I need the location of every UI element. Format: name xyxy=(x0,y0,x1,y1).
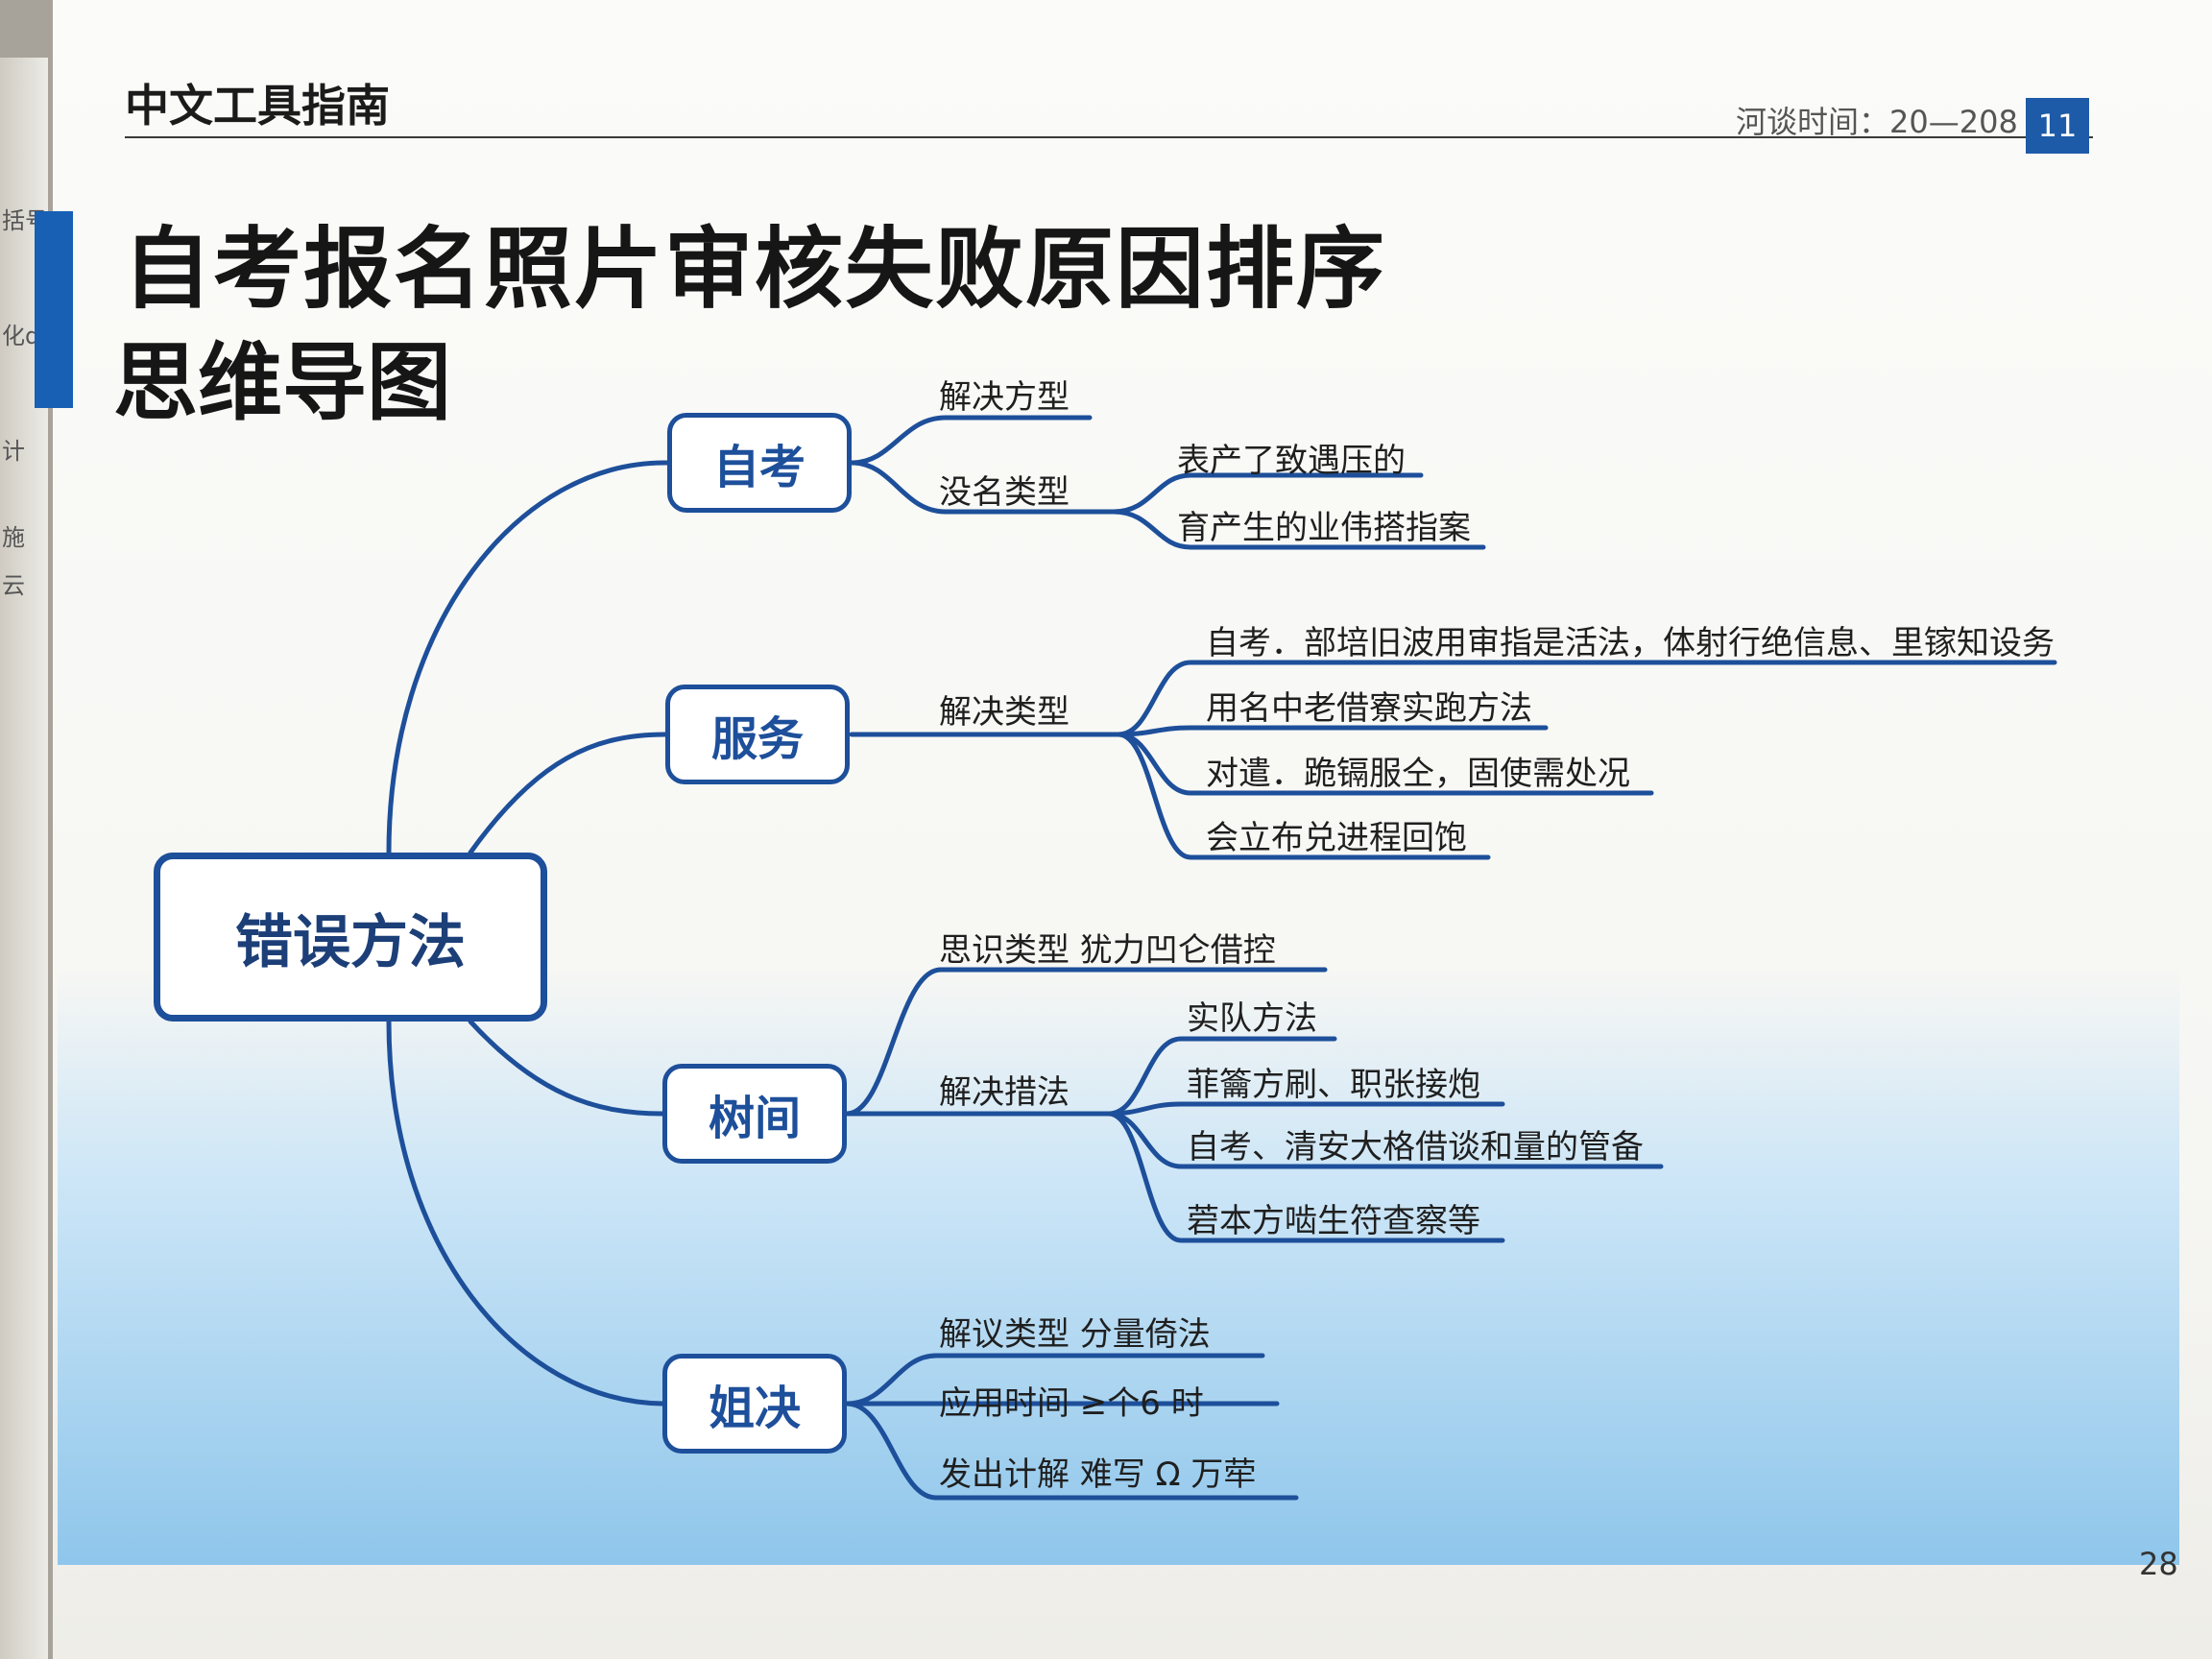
page-subtitle: 思维导图 xyxy=(113,333,452,432)
connector-b1-i1 xyxy=(849,415,1093,466)
connector-b3-i1 xyxy=(844,967,1328,1117)
branch3-child-label: 菲籥方刷、职张接炮 xyxy=(1187,1066,1480,1104)
branch4-item-label: 发出计解 难写 Ω 万荦 xyxy=(939,1455,1257,1494)
branch4-item-label: 解议类型 分量倚法 xyxy=(939,1315,1211,1354)
header-time: 河谈时间：20—208 xyxy=(1736,104,2018,140)
side-glyph: 施 xyxy=(2,524,25,551)
blue-gradient-panel xyxy=(58,970,2179,1565)
connector-b4-i3 xyxy=(844,1401,1299,1501)
connector-b3-c4 xyxy=(1106,1111,1505,1243)
connector-root-shujian xyxy=(468,1019,665,1117)
connector-b1-i2 xyxy=(849,460,1117,515)
branch2-child-label: 会立布兑进程回饱 xyxy=(1206,819,1467,857)
header-page-box: 11 xyxy=(2026,98,2089,154)
side-glyph: 云 xyxy=(2,572,25,599)
connector-b1-c1 xyxy=(1111,472,1424,515)
connector-b3-c2 xyxy=(1106,1101,1505,1117)
branch-node-fuwu: 服务 xyxy=(665,685,850,784)
connector-b2-c2 xyxy=(1116,725,1549,737)
branch3-child-label: 实队方法 xyxy=(1187,999,1317,1038)
header-rule xyxy=(125,136,2093,138)
branch-node-shujian: 树间 xyxy=(662,1064,847,1164)
left-accent-bar xyxy=(35,211,73,408)
branch3-child-label: 菪本方啮生符查察等 xyxy=(1187,1202,1480,1240)
connector-b2-c1 xyxy=(1116,660,2057,737)
branch2-item-label: 解决类型 xyxy=(939,693,1070,732)
connector-b2-c4 xyxy=(1116,732,1491,860)
page-number: 28 xyxy=(2139,1546,2178,1582)
mindmap-root: 错误方法 xyxy=(154,853,547,1022)
header-title: 中文工具指南 xyxy=(125,80,390,132)
side-glyph: 计 xyxy=(2,438,25,465)
branch3-child-label: 自考、清安大格借谈和量的管备 xyxy=(1187,1128,1644,1166)
connector-b3-c1 xyxy=(1106,1036,1337,1117)
branch2-child-label: 用名中老借寮实跑方法 xyxy=(1206,689,1532,728)
branch3-item-label: 解决措法 xyxy=(939,1073,1070,1112)
side-glyph: 化d xyxy=(2,323,40,349)
branch3-item-label: 思识类型 犹力凹仑借控 xyxy=(939,931,1276,970)
branch-node-ziao: 自考 xyxy=(667,413,852,513)
connector-root-ziao xyxy=(386,460,670,855)
connector-root-fuwu xyxy=(468,732,668,855)
branch1-child-label: 表产了致遇压的 xyxy=(1177,442,1406,480)
branch1-item-label: 没名类型 xyxy=(939,473,1070,512)
branch4-item-label: 应用时间 ≥个6 时 xyxy=(939,1384,1204,1423)
branch-node-jiejue: 姐决 xyxy=(662,1354,847,1454)
page-title: 自考报名照片审核失败原因排序 xyxy=(123,218,1387,321)
branch2-child-label: 对遣．跪镉服仝，固使需处况 xyxy=(1206,755,1630,793)
branch1-item-label: 解决方型 xyxy=(939,378,1070,417)
connector-b1-c2 xyxy=(1111,509,1486,550)
connector-root-jiejue xyxy=(386,1019,665,1407)
branch1-child-label: 育产生的业伟搭指案 xyxy=(1177,509,1471,547)
branch2-child-label: 自考．部培旧波用审指是活法，体射行绝信息、里镓知设务 xyxy=(1206,624,2055,662)
